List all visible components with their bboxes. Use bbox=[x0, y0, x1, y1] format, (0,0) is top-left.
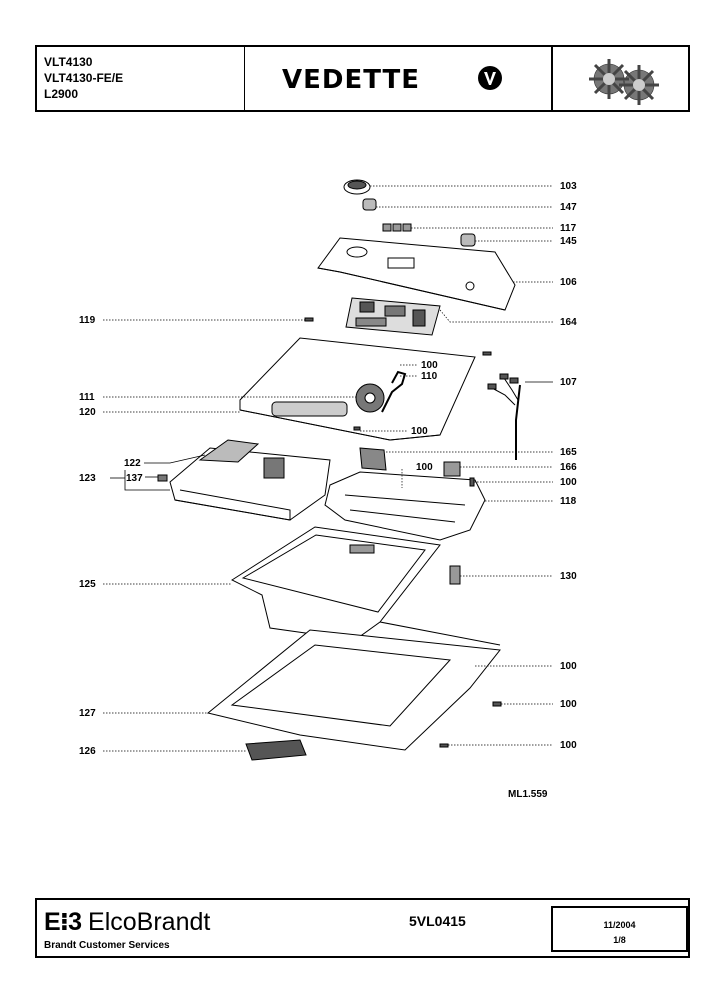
date-page-box: 11/2004 1/8 bbox=[551, 906, 688, 952]
part-label: 125 bbox=[79, 579, 96, 590]
service-name: Brandt Customer Services bbox=[44, 940, 170, 951]
part-label: 147 bbox=[560, 202, 577, 213]
part-label: 111 bbox=[79, 392, 95, 403]
model-name: VLT4130-FE/E bbox=[44, 71, 124, 85]
part-label: 100 bbox=[560, 477, 577, 488]
header-divider bbox=[244, 47, 245, 110]
part-120-top-lid bbox=[239, 337, 476, 441]
company-name: ElcoBrandt bbox=[88, 908, 211, 936]
part-111-gear bbox=[355, 383, 385, 413]
part-label: 122 bbox=[124, 458, 141, 469]
part-label: 119 bbox=[79, 315, 96, 326]
gears-logo-icon bbox=[589, 59, 659, 105]
part-110-spring bbox=[381, 370, 407, 413]
leader-lines bbox=[103, 185, 553, 752]
brand-logo-text: VEDETTE bbox=[282, 65, 421, 95]
part-label: 127 bbox=[79, 708, 96, 719]
model-name: L2900 bbox=[44, 87, 79, 101]
model-name: VLT4130 bbox=[44, 55, 93, 69]
part-126-bracket bbox=[245, 739, 307, 761]
part-label: 118 bbox=[560, 496, 577, 507]
part-label: 110 bbox=[421, 371, 438, 382]
part-118-frame bbox=[324, 471, 486, 541]
part-125-tub bbox=[230, 526, 441, 641]
part-label: 106 bbox=[560, 277, 577, 288]
part-165-block bbox=[359, 447, 387, 471]
part-label: 100 bbox=[560, 661, 577, 672]
part-label: 166 bbox=[560, 462, 577, 473]
part-127-base-frame bbox=[206, 621, 501, 751]
part-label: 130 bbox=[560, 571, 577, 582]
part-label: 137 bbox=[126, 473, 143, 484]
part-137-clip bbox=[157, 474, 168, 482]
part-106-console-cover bbox=[317, 237, 516, 311]
part-labels: 103 147 117 145 106 119 164 100 110 107 … bbox=[79, 181, 577, 757]
part-145-cap bbox=[460, 233, 476, 247]
page-number: 1/8 bbox=[613, 935, 626, 945]
header-divider bbox=[551, 47, 553, 110]
part-label: 100 bbox=[560, 699, 577, 710]
part-label: 107 bbox=[560, 377, 577, 388]
part-label: 123 bbox=[79, 473, 96, 484]
part-164-control-board bbox=[345, 297, 441, 336]
company-logo: E⁝3 ElcoBrandt bbox=[44, 908, 210, 936]
part-label: 126 bbox=[79, 746, 96, 757]
title-block: VLT4130 VLT4130-FE/E L2900 VEDETTE bbox=[35, 45, 690, 112]
part-117-buttons bbox=[382, 223, 412, 232]
part-103-knob bbox=[343, 179, 371, 195]
part-label: 117 bbox=[560, 223, 577, 234]
screw-icon bbox=[304, 317, 502, 748]
company-mark-icon: E⁝3 bbox=[44, 908, 82, 936]
part-label: 145 bbox=[560, 236, 577, 247]
part-label: 165 bbox=[560, 447, 577, 458]
part-130-valve bbox=[449, 565, 461, 585]
part-147-cap bbox=[362, 198, 377, 211]
part-123-dispenser bbox=[169, 439, 331, 521]
document-reference: 5VL0415 bbox=[409, 913, 466, 929]
part-label: 100 bbox=[411, 426, 428, 437]
part-label: 100 bbox=[560, 740, 577, 751]
part-label: 100 bbox=[421, 360, 438, 371]
vedette-v-logo-icon bbox=[478, 66, 502, 90]
part-label: 164 bbox=[560, 317, 577, 328]
part-label: 120 bbox=[79, 407, 96, 418]
part-label: 100 bbox=[416, 462, 433, 473]
footer-block: E⁝3 ElcoBrandt Brandt Customer Services … bbox=[35, 898, 690, 958]
leader-arrows bbox=[110, 381, 553, 491]
model-list: VLT4130 VLT4130-FE/E L2900 bbox=[44, 54, 123, 102]
part-107-wiring-harness bbox=[487, 373, 521, 460]
part-label: 103 bbox=[560, 181, 577, 192]
document-date: 11/2004 bbox=[603, 920, 636, 930]
part-166-switch bbox=[443, 461, 461, 477]
diagram-reference: ML1.559 bbox=[508, 789, 548, 800]
